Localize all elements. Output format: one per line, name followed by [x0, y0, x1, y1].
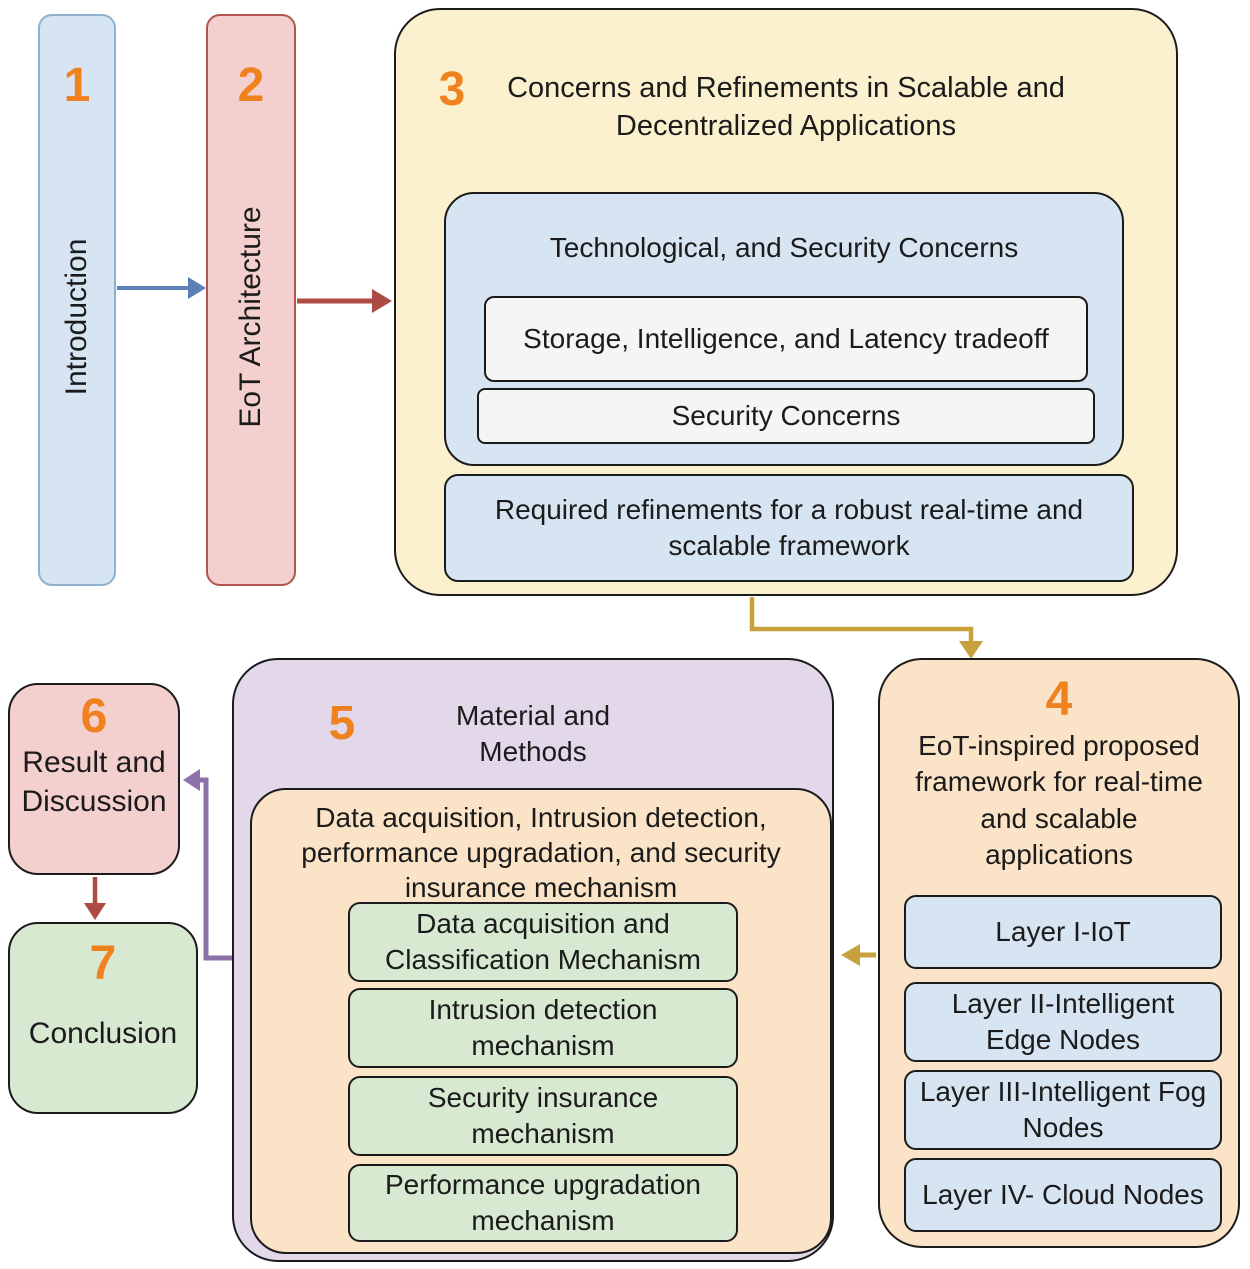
node-label: Required refinements for a robust real-t… — [494, 493, 1084, 561]
mechanism-item-security-insurance: Security insurance mechanism — [348, 1076, 738, 1156]
step-number: 7 — [89, 937, 117, 990]
layer-item-cloud-nodes: Layer IV- Cloud Nodes — [904, 1158, 1222, 1232]
node-required-refinements: Required refinements for a robust real-t… — [444, 474, 1134, 582]
arrow-methods-to-result — [183, 769, 232, 961]
step-number: 4 — [1045, 673, 1073, 726]
node-concerns: 3 Concerns and Refinements in Scalable a… — [394, 8, 1178, 596]
item-storage-tradeoff: Storage, Intelligence, and Latency trade… — [484, 296, 1088, 382]
node-title: EoT-inspired proposed framework for real… — [915, 730, 1203, 871]
node-label: Result and Discussion — [21, 746, 167, 818]
layer-item-iot: Layer I-IoT — [904, 895, 1222, 969]
item-label: Storage, Intelligence, and Latency trade… — [523, 322, 1049, 354]
node-result-discussion: 6 Result and Discussion — [8, 683, 180, 875]
item-label: Performance upgradation mechanism — [385, 1168, 701, 1236]
item-security-concerns: Security Concerns — [477, 388, 1095, 444]
node-introduction: 1 Introduction — [38, 14, 116, 586]
arrow-framework-to-methods — [841, 944, 876, 966]
arrow-concerns-to-framework — [749, 597, 983, 659]
layer-item-edge-nodes: Layer II-Intelligent Edge Nodes — [904, 982, 1222, 1062]
node-label: EoT Architecture — [234, 206, 267, 428]
arrow-intro-to-eot — [117, 277, 206, 299]
node-framework: 4 EoT-inspired proposed framework for re… — [878, 658, 1240, 1248]
step-number: 3 — [438, 63, 466, 116]
step-number: 6 — [80, 690, 108, 743]
step-number: 2 — [237, 59, 265, 112]
node-eot-architecture: 2 EoT Architecture — [206, 14, 296, 586]
mechanism-item-performance-upgradation: Performance upgradation mechanism — [348, 1164, 738, 1242]
layer-label: Layer II-Intelligent Edge Nodes — [951, 987, 1175, 1055]
node-conclusion: 7 Conclusion — [8, 922, 198, 1114]
node-label: Conclusion — [28, 1017, 178, 1050]
item-label: Security insurance mechanism — [427, 1081, 659, 1149]
step-number: 5 — [328, 697, 356, 750]
item-label: Security Concerns — [671, 399, 901, 431]
node-mechanism: Data acquisition, Intrusion detection, p… — [250, 788, 832, 1254]
node-title: Concerns and Refinements in Scalable and… — [507, 72, 1065, 142]
node-title: Technological, and Security Concerns — [549, 232, 1019, 263]
node-tech-concerns: Technological, and Security Concerns Sto… — [444, 192, 1124, 466]
step-number: 1 — [63, 59, 91, 112]
item-label: Intrusion detection mechanism — [428, 993, 658, 1061]
mechanism-item-intrusion-detection: Intrusion detection mechanism — [348, 988, 738, 1068]
node-title: Material and Methods — [455, 700, 611, 768]
layer-label: Layer IV- Cloud Nodes — [922, 1178, 1204, 1210]
layer-item-fog-nodes: Layer III-Intelligent Fog Nodes — [904, 1070, 1222, 1150]
item-label: Data acquisition and Classification Mech… — [385, 907, 701, 975]
arrow-result-to-conclusion — [84, 877, 106, 920]
node-methods: 5 Material and Methods Data acquisition,… — [232, 658, 834, 1262]
layer-label: Layer I-IoT — [995, 915, 1131, 947]
arrow-eot-to-concerns — [297, 289, 392, 313]
mechanism-item-data-acquisition: Data acquisition and Classification Mech… — [348, 902, 738, 982]
node-label: Introduction — [60, 238, 93, 396]
layer-label: Layer III-Intelligent Fog Nodes — [919, 1075, 1207, 1143]
node-title: Data acquisition, Intrusion detection, p… — [301, 802, 781, 903]
